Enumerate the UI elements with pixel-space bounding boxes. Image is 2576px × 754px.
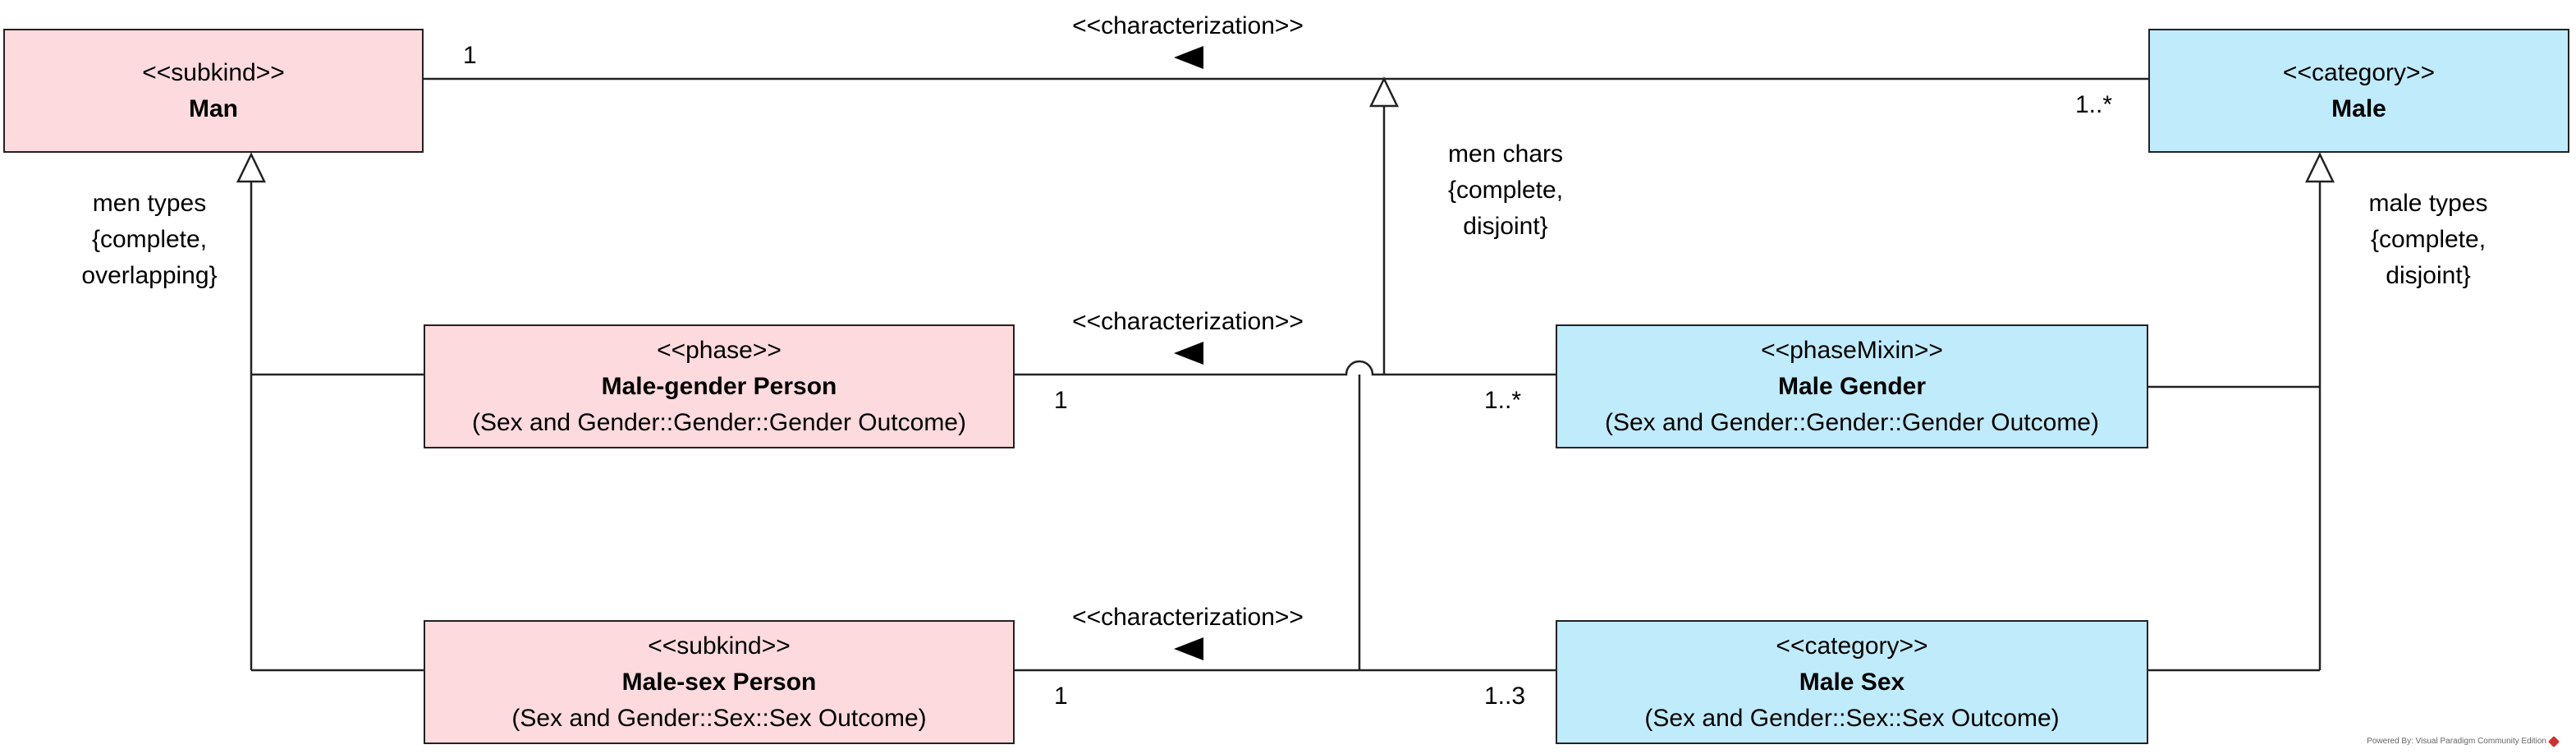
- class-male-sex-person[interactable]: <<subkind>> Male-sex Person (Sex and Gen…: [424, 620, 1015, 744]
- footer-credit: Powered By: Visual Paradigm Community Ed…: [2367, 735, 2560, 747]
- class-man[interactable]: <<subkind>> Man: [3, 29, 424, 153]
- class-male-gender[interactable]: <<phaseMixin>> Male Gender (Sex and Gend…: [1556, 324, 2148, 448]
- class-male-sex[interactable]: <<category>> Male Sex (Sex and Gender::S…: [1556, 620, 2148, 744]
- visual-paradigm-logo-icon: [2547, 735, 2560, 747]
- multiplicity-middle-source: 1: [1054, 387, 1068, 414]
- generalization-set-men-chars: men chars {complete, disjoint}: [1447, 140, 1564, 240]
- association-label-top: <<characterization>>: [1072, 12, 1304, 39]
- male-types-generalization[interactable]: [2148, 177, 2322, 672]
- multiplicity-bottom-source: 1: [1054, 683, 1068, 710]
- class-name: Male Gender: [1777, 372, 1927, 400]
- men-chars-generalization[interactable]: [1358, 103, 1386, 670]
- generalization-set-male-types: male types {complete, disjoint}: [2368, 190, 2488, 289]
- class-name: Male-sex Person: [621, 668, 817, 696]
- association-label-bottom: <<characterization>>: [1072, 604, 1304, 631]
- class-male[interactable]: <<category>> Male: [2148, 29, 2569, 153]
- class-stereotype: <<phase>>: [657, 336, 782, 364]
- generalization-arrowhead-characterization: [1369, 76, 1399, 108]
- class-stereotype: <<subkind>>: [142, 58, 285, 86]
- class-stereotype: <<category>>: [2282, 58, 2436, 86]
- class-package: (Sex and Gender::Gender::Gender Outcome): [1605, 408, 2099, 436]
- class-name: Male-gender Person: [601, 372, 837, 400]
- men-types-generalization[interactable]: [250, 177, 425, 672]
- class-package: (Sex and Gender::Sex::Sex Outcome): [1644, 704, 2060, 732]
- class-name: Male Sex: [1799, 668, 1905, 696]
- credit-text: Powered By: Visual Paradigm Community Ed…: [2367, 737, 2546, 746]
- class-name: Man: [189, 94, 238, 122]
- association-label-middle: <<characterization>>: [1072, 308, 1304, 335]
- class-package: (Sex and Gender::Gender::Gender Outcome): [472, 408, 966, 436]
- multiplicity-middle-target: 1..*: [1484, 387, 1522, 414]
- association-line-middle[interactable]: [1015, 360, 1557, 376]
- class-male-gender-person[interactable]: <<phase>> Male-gender Person (Sex and Ge…: [424, 324, 1015, 448]
- class-stereotype: <<subkind>>: [648, 632, 791, 660]
- reading-direction-arrow-top: [1174, 46, 1203, 69]
- multiplicity-top-target: 1..*: [2075, 91, 2113, 118]
- reading-direction-arrow-bottom: [1174, 637, 1203, 660]
- generalization-set-men-types: men types {complete, overlapping}: [81, 190, 218, 289]
- multiplicity-top-source: 1: [463, 42, 477, 69]
- generalization-arrowhead-male: [2305, 152, 2335, 183]
- multiplicity-bottom-target: 1..3: [1484, 683, 1526, 710]
- class-package: (Sex and Gender::Sex::Sex Outcome): [511, 704, 927, 732]
- class-stereotype: <<phaseMixin>>: [1761, 336, 1943, 364]
- generalization-arrowhead-man: [236, 152, 266, 183]
- class-name: Male: [2331, 94, 2386, 122]
- class-stereotype: <<category>>: [1776, 632, 1928, 660]
- reading-direction-arrow-middle: [1174, 342, 1203, 365]
